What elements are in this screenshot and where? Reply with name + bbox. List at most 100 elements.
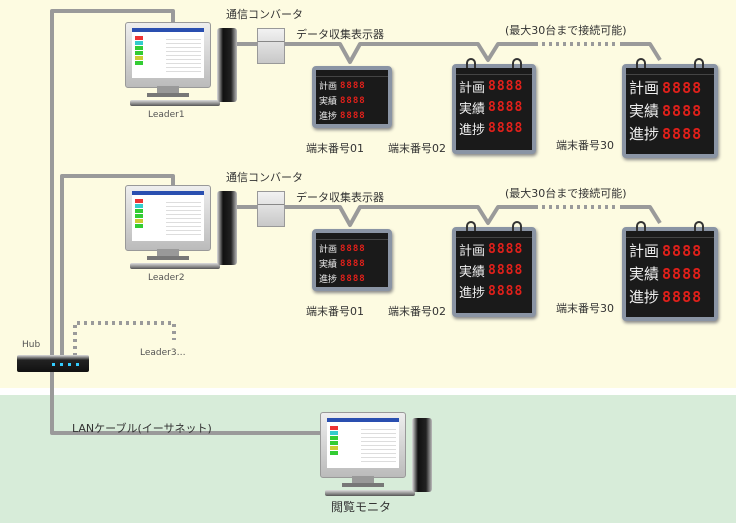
display-row-label: 進捗: [459, 123, 486, 138]
viewer-label: 閲覧モニタ: [331, 500, 392, 514]
display-row-label: 計画: [629, 242, 660, 260]
pc-leader1: [125, 22, 245, 112]
display-header: [456, 68, 532, 75]
display-row-value: 8888: [662, 78, 703, 97]
pc-tower: [217, 28, 237, 102]
converter-label: 通信コンバータ: [226, 171, 303, 184]
comm-converter: [257, 191, 285, 227]
display-row-value: 8888: [662, 264, 703, 283]
display-row-value: 8888: [488, 100, 524, 115]
display-row-label: 計画: [319, 82, 338, 92]
hanger-hook: [694, 221, 704, 231]
display-header: [456, 231, 532, 238]
status-cell: [135, 61, 143, 65]
display-row-label: 実績: [459, 265, 486, 280]
hub-label: Hub: [22, 340, 41, 350]
terminal-label: 端末番号01: [306, 142, 364, 155]
terminal-label: 端末番号30: [556, 139, 614, 152]
status-cell: [330, 436, 338, 440]
collector-label: データ収集表示器: [296, 191, 384, 204]
keyboard: [130, 100, 220, 106]
terminal-label: 端末番号02: [388, 142, 446, 155]
leader3-label: Leader3…: [140, 348, 186, 358]
pc-label: Leader2: [148, 273, 185, 283]
display-row-label: 進捗: [319, 112, 338, 122]
data-grid: [166, 199, 201, 235]
status-cell: [135, 56, 143, 60]
screen: [132, 28, 204, 78]
status-cell: [135, 224, 143, 228]
hanger-hook: [466, 221, 476, 231]
status-cell: [330, 441, 338, 445]
hub-device: [17, 355, 89, 372]
display-row-label: 実績: [459, 102, 486, 117]
pc-leader2: [125, 185, 245, 275]
terminal-label: 端末番号30: [556, 302, 614, 315]
display-row-label: 計画: [459, 244, 486, 259]
hanger-hook: [466, 58, 476, 68]
status-cell: [135, 209, 143, 213]
pc-tower: [412, 418, 432, 492]
serial-line-1-end: [620, 42, 662, 62]
display-row-value: 8888: [340, 273, 366, 284]
terminal-label: 端末番号02: [388, 305, 446, 318]
cable-leader2: [60, 174, 175, 356]
display-row-value: 8888: [340, 80, 366, 91]
status-cell: [330, 451, 338, 455]
pc-tower: [217, 191, 237, 265]
display-row-label: 計画: [459, 81, 486, 96]
hanger-hook: [512, 221, 522, 231]
display-row-value: 8888: [340, 243, 366, 254]
display-row-label: 進捗: [459, 286, 486, 301]
display-header: [316, 233, 388, 240]
monitor: [125, 22, 211, 88]
display-row-label: 実績: [629, 102, 660, 120]
display-row-label: 実績: [319, 97, 338, 107]
keyboard: [325, 490, 415, 496]
monitor-stand: [157, 86, 179, 93]
max-connection-note: (最大30台まで接続可能): [505, 24, 627, 37]
display-row-label: 計画: [319, 245, 338, 255]
comm-converter: [257, 28, 285, 64]
status-cell: [135, 51, 143, 55]
display-header: [626, 68, 714, 75]
monitor-base: [147, 93, 189, 97]
status-cell: [135, 199, 143, 203]
display-row-value: 8888: [340, 110, 366, 121]
status-cell: [135, 46, 143, 50]
display-row-label: 実績: [629, 265, 660, 283]
status-cell: [135, 214, 143, 218]
monitor-stand: [157, 249, 179, 256]
hanger-hook: [636, 58, 646, 68]
monitor: [125, 185, 211, 251]
cable-leader1: [50, 9, 175, 370]
status-cell: [135, 204, 143, 208]
display-row-value: 8888: [662, 124, 703, 143]
monitor: [320, 412, 406, 478]
screen: [132, 191, 204, 241]
cable-lan: [50, 372, 322, 435]
pc-viewer: [320, 412, 440, 502]
monitor-base: [147, 256, 189, 260]
screen: [327, 418, 399, 468]
display-row-value: 8888: [662, 101, 703, 120]
display-row-value: 8888: [488, 242, 524, 257]
